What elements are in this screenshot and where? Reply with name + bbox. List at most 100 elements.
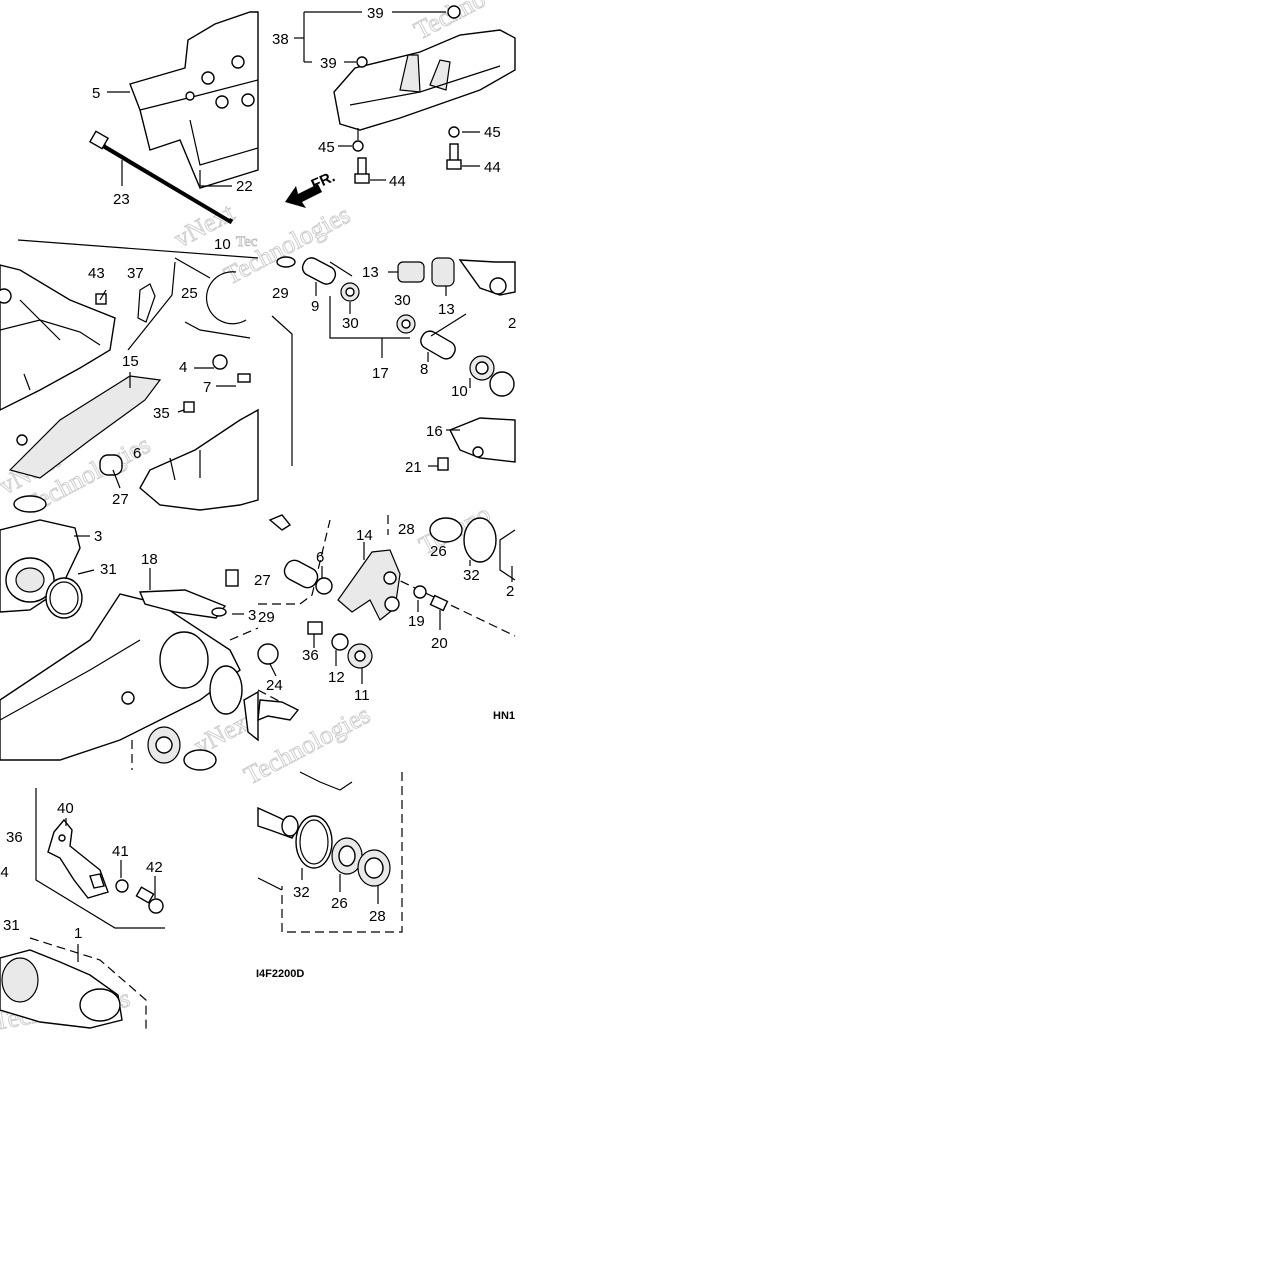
part-label: 30 [394, 292, 411, 309]
clamp-hole [89, 873, 105, 889]
part-label: 2 [508, 315, 516, 332]
part-label: 4 [179, 359, 187, 376]
part-label: 3 [248, 607, 256, 624]
leader-line [257, 877, 283, 891]
clamp-hole [58, 834, 66, 842]
swingarm-hole [0, 288, 12, 304]
part-label: 45 [484, 124, 501, 141]
part-label: 14 [356, 527, 373, 544]
part-label: 10 [451, 383, 468, 400]
swingarm-pivot-loop [159, 631, 209, 689]
collar-8-part [420, 330, 456, 360]
washer-39 [447, 5, 461, 19]
bearing-30-bore [401, 319, 411, 329]
nut-24-part [257, 643, 279, 665]
swingarm-lower-tile: 3 18 31 3 [0, 519, 259, 771]
part-label: 38 [272, 31, 289, 48]
dashed-guide [281, 772, 403, 933]
cover-hole [472, 446, 484, 458]
leader-line [329, 261, 353, 277]
divider-line [127, 261, 176, 351]
leader-line [430, 313, 467, 337]
chain-slider-15-part [8, 375, 162, 479]
bearing-part [429, 517, 463, 543]
cushion-arm-pivot [384, 596, 400, 612]
part-label: 36 [6, 829, 23, 846]
bolt-42-shaft [135, 886, 155, 904]
axle-spline [1, 957, 39, 1003]
seal-28-bore [364, 857, 384, 879]
skid-plate-edge [189, 119, 259, 166]
skid-plate-part [129, 11, 259, 189]
washer-39 [356, 56, 368, 68]
washer-29 [276, 256, 296, 268]
watermark-text: Tec [236, 234, 258, 250]
part-label: 31 [3, 917, 20, 934]
bracket-part [499, 529, 516, 581]
part-label: 8 [420, 361, 428, 378]
part-label: 16 [426, 423, 443, 440]
chain-guide-18-part [138, 589, 227, 619]
rubber-13-part [397, 261, 425, 283]
bolt-part [16, 434, 28, 446]
part-label: 45 [318, 139, 335, 156]
swingarm-edge [0, 319, 101, 346]
divider-line [17, 239, 259, 259]
part-label: 15 [122, 353, 139, 370]
leader-line [269, 663, 277, 677]
leader-line [99, 289, 107, 301]
cover-16-part [449, 417, 516, 463]
part-label: 11 [354, 687, 370, 704]
diagram-code: HN1 [493, 710, 515, 722]
part-label: 39 [367, 5, 384, 22]
hose-clamp-tile: 40 36 34 41 42 31 1 [0, 788, 165, 1030]
rubber-13-part [431, 257, 455, 287]
part-label: 5 [92, 85, 100, 102]
skid-plate-hole [185, 91, 195, 101]
clip-37-part [137, 283, 156, 323]
swingarm-arm-part [139, 408, 259, 511]
dashed-guide [29, 937, 147, 1030]
part-label: 37 [127, 265, 144, 282]
dashed-guide [258, 519, 331, 605]
skid-plate-tile: 5 23 22 10 [17, 11, 259, 259]
collar-9-part [301, 257, 337, 285]
bolt-44-head [354, 173, 370, 184]
skid-plate-edge [139, 79, 259, 111]
pivot-pipe-end [281, 815, 299, 837]
part-label: 1 [74, 925, 82, 942]
dashed-guide [387, 574, 516, 637]
part-label: 32 [293, 884, 310, 901]
bracket-part [257, 699, 300, 722]
axle-flange [79, 988, 121, 1022]
part-label: 41 [112, 843, 129, 860]
bolt-7 [237, 373, 251, 383]
swingarm-edge [0, 639, 141, 721]
dashed-guide [229, 627, 259, 641]
mount-bushing-tile: 29 9 30 13 13 30 2 17 8 10 16 21 [272, 256, 516, 476]
guard-post [399, 54, 421, 93]
bolt-23-shaft [102, 143, 234, 225]
part-label: 6 [316, 549, 324, 566]
pivot-bearing-tile: 32 26 28 I4F2200D [256, 771, 403, 980]
part-label: 10 [214, 236, 231, 253]
bracket-part [299, 771, 353, 791]
nut-4 [212, 354, 228, 370]
o-ring-32-part [463, 517, 497, 563]
part-label: 44 [389, 173, 406, 190]
part-label: 39 [320, 55, 337, 72]
circlip-25-part [205, 271, 247, 325]
leader-line [174, 257, 211, 279]
divider-line [271, 315, 293, 466]
frame-guard-part [333, 29, 516, 131]
part-label: 29 [258, 609, 275, 626]
part-label: 17 [372, 365, 389, 382]
part-label: 28 [369, 908, 386, 925]
part-label: 42 [146, 859, 163, 876]
leader-line [77, 569, 95, 575]
part-label: 34 [0, 864, 9, 881]
bearing-30-bore [345, 287, 355, 297]
skid-plate-hole [231, 55, 245, 69]
